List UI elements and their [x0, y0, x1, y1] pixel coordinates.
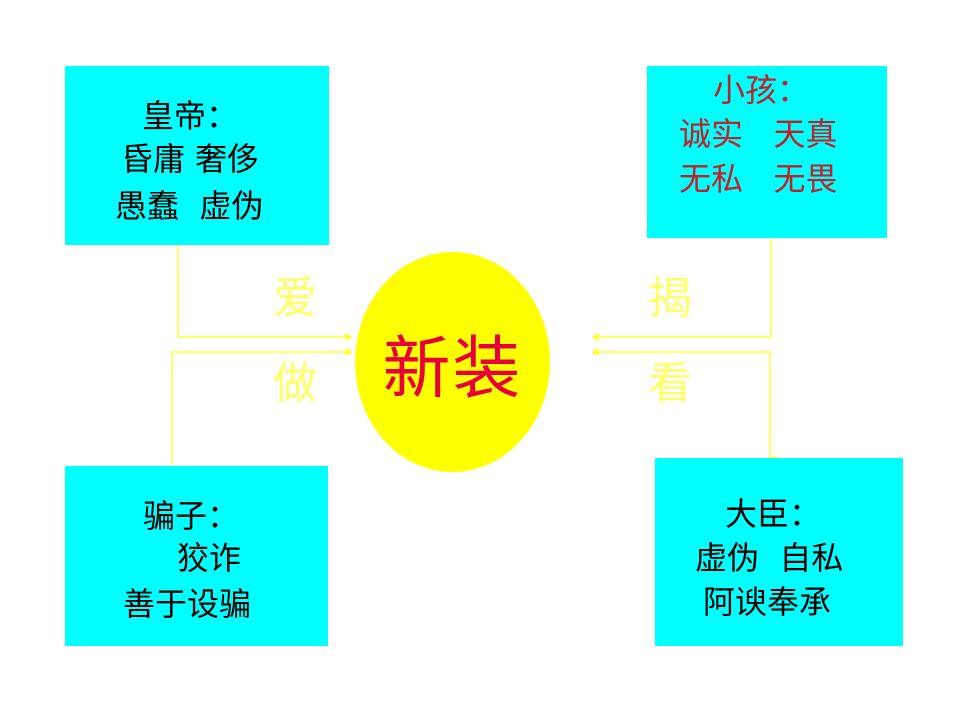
emperor-title: 皇帝： [142, 97, 239, 135]
verb-love: 爱 [273, 273, 317, 324]
verb-watch: 看 [648, 358, 692, 409]
center-label: 新装 [382, 329, 523, 409]
minister-title: 大臣： [725, 495, 822, 533]
child-title: 小孩： [713, 71, 810, 109]
swindler-box: 骗子： 狡诈 善于设骗 [65, 466, 328, 646]
swindler-title: 骗子： [143, 497, 240, 535]
child-box: 小孩： 诚实 天真 无私 无畏 [647, 66, 887, 238]
child-trait-line-1: 诚实 天真 [679, 115, 838, 153]
connector-swindler [171, 348, 353, 465]
verb-expose: 揭 [648, 273, 692, 324]
swindler-trait-line-1: 狡诈 [177, 539, 242, 577]
child-trait-line-2: 无私 无畏 [679, 160, 838, 198]
emperor-trait-line-2: 愚蠢 虚伪 [115, 187, 264, 225]
emperor-trait-line-1: 昏庸 奢侈 [121, 140, 260, 178]
swindler-trait-line-2: 善于设骗 [123, 585, 252, 623]
minister-trait-line-2: 阿谀奉承 [703, 583, 832, 621]
connector-minister [591, 348, 777, 458]
connector-emperor [177, 245, 353, 341]
center-circle: 新装 [355, 252, 550, 472]
emperor-box: 皇帝： 昏庸 奢侈 愚蠢 虚伪 [65, 66, 329, 245]
verb-make: 做 [273, 358, 317, 409]
minister-box: 大臣： 虚伪 自私 阿谀奉承 [655, 458, 903, 646]
minister-trait-line-1: 虚伪 自私 [695, 539, 844, 577]
